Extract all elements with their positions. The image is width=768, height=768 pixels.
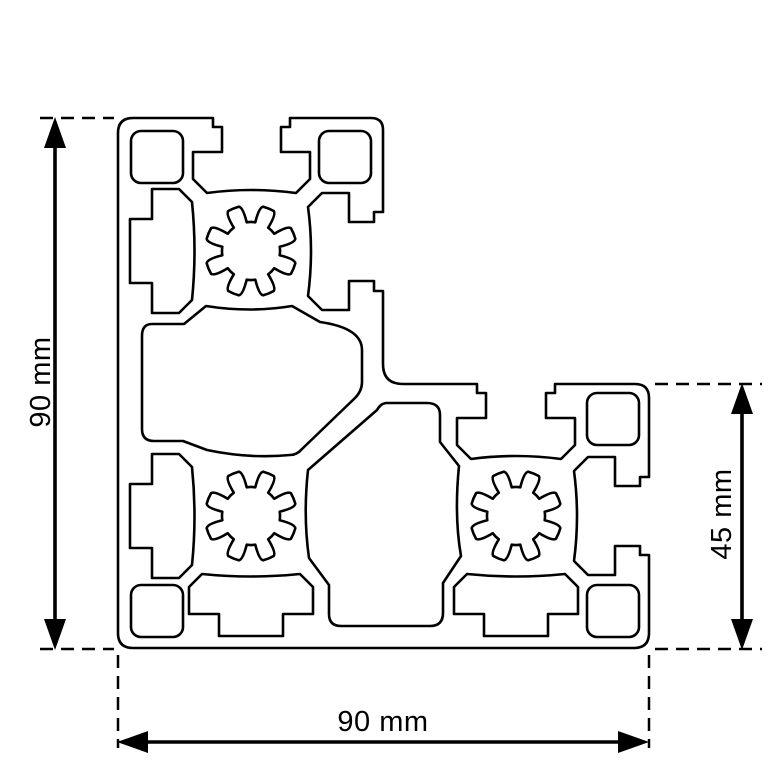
dimension-label-left: 90 mm [25,336,57,427]
dimension-left: 90 mm [25,116,114,651]
central-cavity [140,304,364,458]
arrow-right-icon [618,731,649,753]
t-slot-cavity-closed-bottom-right [452,572,580,638]
arrow-up-icon [731,383,753,414]
dimension-right: 45 mm [655,382,762,651]
profile-cross-section [116,116,651,650]
dimension-label-right: 45 mm [706,468,738,559]
corner-bore-hole [585,391,641,447]
t-slot-cavity-closed-bottom-left [187,572,315,638]
arrow-down-icon [731,619,753,650]
t-slot-cavity-closed-left-upper [128,187,196,315]
t-slot-cavity-closed-left-lower [128,452,196,580]
arrow-up-icon [44,117,66,148]
corner-bore-hole [129,129,185,185]
arrow-left-icon [117,731,148,753]
corner-bore-hole [129,583,185,639]
arrow-down-icon [44,619,66,650]
dimension-label-bottom: 90 mm [337,706,428,738]
spline-hole [205,205,297,297]
spline-hole [470,470,562,562]
corner-bore-hole [585,583,641,639]
corner-bore-hole [317,129,373,185]
spline-hole [205,470,297,562]
profile-outline [116,116,651,650]
dimension-bottom: 90 mm [116,655,651,753]
middle-cavity [304,401,463,628]
